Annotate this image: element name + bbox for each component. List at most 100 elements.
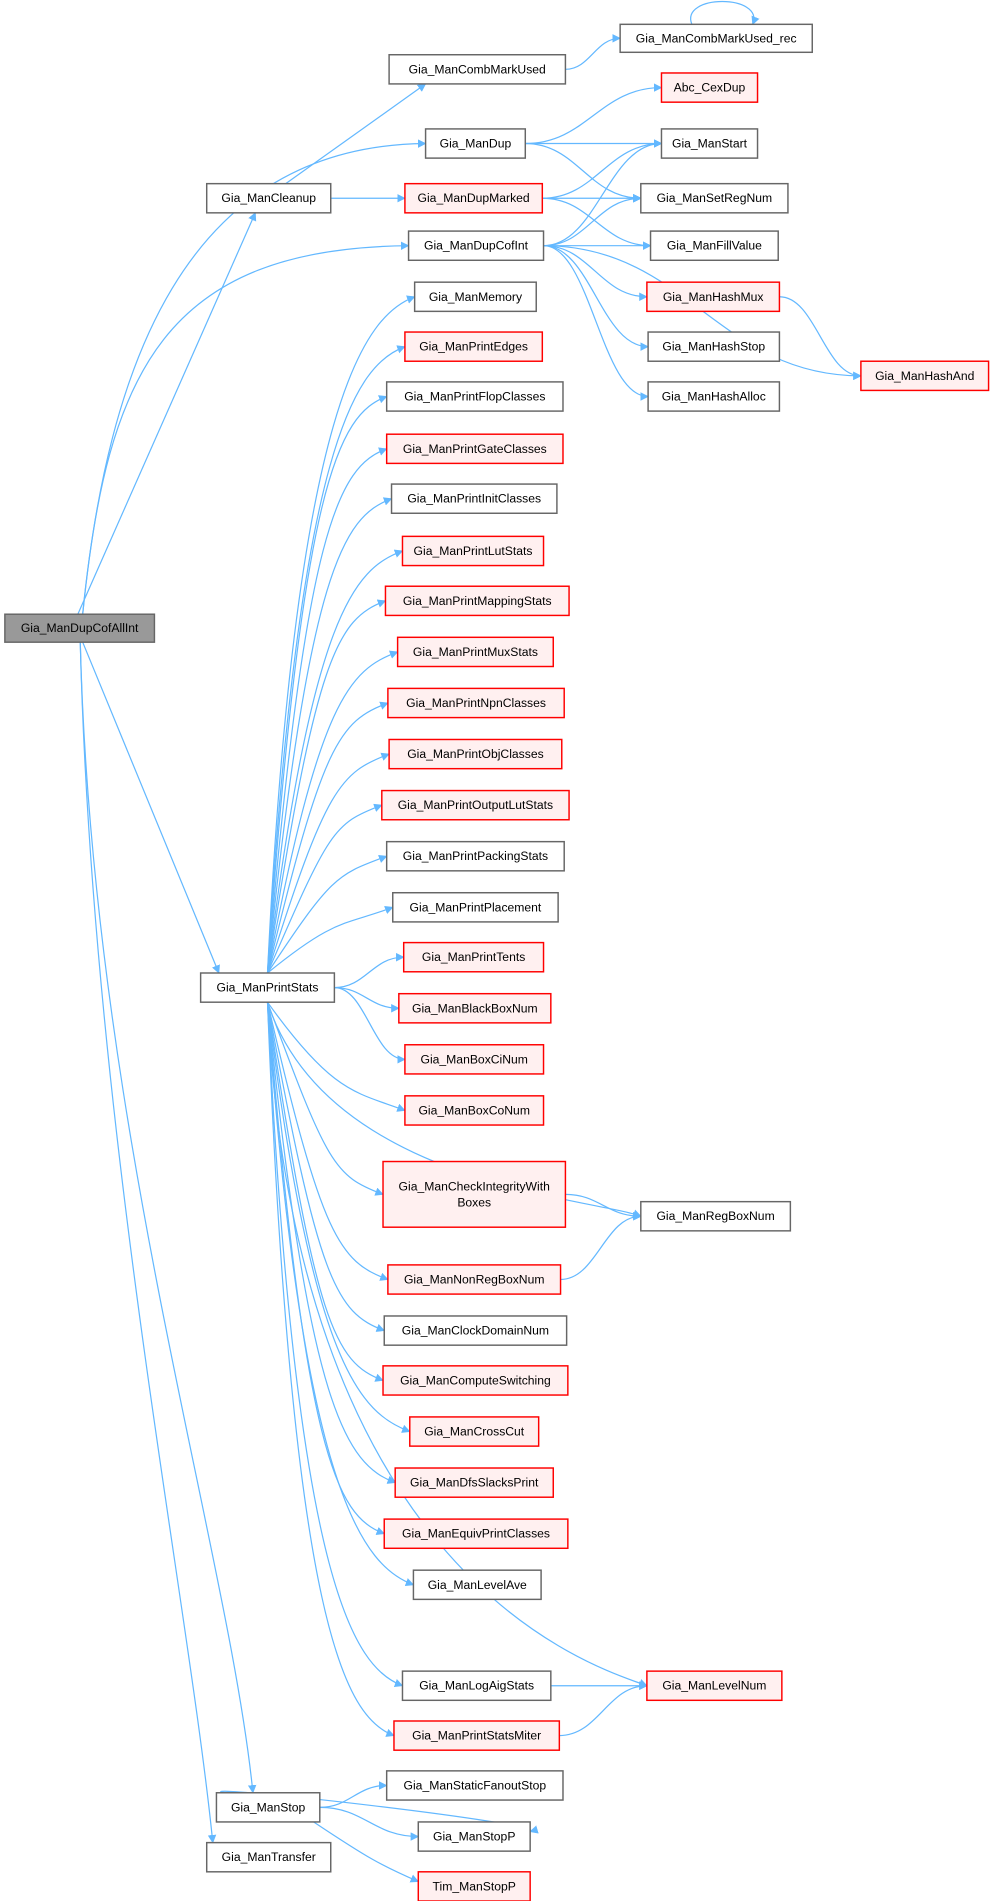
edge-print-stats-to-box-co-num <box>267 1001 406 1112</box>
node-box <box>393 1720 561 1751</box>
node-box <box>390 483 558 514</box>
node-dup-cof-all-int[interactable]: Gia_ManDupCofAllInt <box>4 613 156 643</box>
node-label: Gia_ManSetRegNum <box>657 191 773 205</box>
node-transfer[interactable]: Gia_ManTransfer <box>205 1841 332 1873</box>
edge-print-stats-to-print-npn-classes <box>266 701 389 974</box>
node-print-npn-classes[interactable]: Gia_ManPrintNpnClasses <box>387 687 565 719</box>
node-print-stats[interactable]: Gia_ManPrintStats <box>199 972 336 1003</box>
node-stop[interactable]: Gia_ManStop <box>215 1792 321 1823</box>
edges-layer <box>77 1 862 1883</box>
edge-dup-cof-int-to-start <box>543 139 663 247</box>
node-print-gate-classes[interactable]: Gia_ManPrintGateClasses <box>385 433 564 465</box>
node-comb-mark-used-rec[interactable]: Gia_ManCombMarkUsed_rec <box>619 23 813 54</box>
node-stop-p[interactable]: Gia_ManStopP <box>417 1821 531 1852</box>
node-box <box>647 331 781 362</box>
node-label: Gia_ManDupCofInt <box>424 239 529 253</box>
node-print-tents[interactable]: Gia_ManPrintTents <box>402 941 545 973</box>
edge-print-stats-to-print-mapping-stats <box>266 599 387 974</box>
node-dup[interactable]: Gia_ManDup <box>424 128 527 159</box>
node-log-aig-stats[interactable]: Gia_ManLogAigStats <box>401 1670 552 1702</box>
node-label: Gia_ManPrintInitClasses <box>407 492 541 506</box>
node-memory[interactable]: Gia_ManMemory <box>413 281 537 313</box>
node-label: Gia_ManComputeSwitching <box>400 1373 551 1387</box>
node-static-fanout-stop[interactable]: Gia_ManStaticFanoutStop <box>385 1770 564 1801</box>
node-non-reg-box-num[interactable]: Gia_ManNonRegBoxNum <box>387 1264 562 1295</box>
node-dup-marked[interactable]: Gia_ManDupMarked <box>404 182 544 214</box>
node-reg-box-num[interactable]: Gia_ManRegBoxNum <box>640 1200 792 1232</box>
node-cex-dup[interactable]: Abc_CexDup <box>660 72 759 103</box>
node-box <box>424 128 527 159</box>
node-label: Gia_ManPrintFlopClasses <box>404 389 545 403</box>
node-box <box>404 1095 545 1126</box>
node-comb-mark-used[interactable]: Gia_ManCombMarkUsed <box>388 54 567 85</box>
node-print-mapping-stats[interactable]: Gia_ManPrintMappingStats <box>384 585 570 617</box>
node-level-ave[interactable]: Gia_ManLevelAve <box>412 1569 542 1601</box>
node-label: Gia_ManRegBoxNum <box>656 1209 774 1223</box>
node-label: Gia_ManPrintEdges <box>419 340 528 354</box>
node-print-stats-miter[interactable]: Gia_ManPrintStatsMiter <box>393 1720 561 1751</box>
node-cleanup[interactable]: Gia_ManCleanup <box>205 182 332 214</box>
node-hash-and[interactable]: Gia_ManHashAnd <box>860 360 990 392</box>
node-print-packing-stats[interactable]: Gia_ManPrintPackingStats <box>385 840 565 872</box>
node-hash-mux[interactable]: Gia_ManHashMux <box>646 281 781 313</box>
edge-print-stats-to-print-obj-classes <box>266 752 390 974</box>
node-box <box>860 360 990 392</box>
node-dup-cof-int[interactable]: Gia_ManDupCofInt <box>407 230 545 262</box>
node-box <box>413 281 537 313</box>
node-label: Gia_ManNonRegBoxNum <box>404 1272 545 1286</box>
node-start[interactable]: Gia_ManStart <box>660 128 759 159</box>
node-print-output-lut-stats[interactable]: Gia_ManPrintOutputLutStats <box>381 789 570 821</box>
node-label: Gia_ManDupCofAllInt <box>21 621 139 635</box>
edge-comb-mark-used-to-comb-mark-used-rec <box>565 34 621 70</box>
edge-print-stats-to-print-init-classes <box>266 497 393 974</box>
edge-print-stats-to-non-reg-box-num <box>266 1002 389 1281</box>
node-black-box-num[interactable]: Gia_ManBlackBoxNum <box>398 992 552 1024</box>
node-box <box>205 182 332 214</box>
node-dfs-slacks-print[interactable]: Gia_ManDfsSlacksPrint <box>394 1467 554 1498</box>
node-box <box>660 128 759 159</box>
edge-print-stats-to-print-lut-stats <box>266 549 404 974</box>
edge-dup-cof-int-to-hash-alloc <box>543 245 649 401</box>
node-box-co-num[interactable]: Gia_ManBoxCoNum <box>404 1095 545 1126</box>
node-print-placement[interactable]: Gia_ManPrintPlacement <box>392 891 559 923</box>
node-print-mux-stats[interactable]: Gia_ManPrintMuxStats <box>396 636 554 668</box>
node-box <box>4 613 156 643</box>
node-hash-alloc[interactable]: Gia_ManHashAlloc <box>647 381 781 412</box>
edge-dup-cof-all-int-to-stop <box>79 642 257 1794</box>
node-print-init-classes[interactable]: Gia_ManPrintInitClasses <box>390 483 558 514</box>
node-box <box>205 1841 332 1873</box>
node-box <box>388 738 563 770</box>
node-print-lut-stats[interactable]: Gia_ManPrintLutStats <box>401 535 545 567</box>
edge-print-stats-to-box-ci-num <box>334 986 406 1064</box>
node-level-num[interactable]: Gia_ManLevelNum <box>646 1670 783 1702</box>
node-label: Gia_ManCombMarkUsed_rec <box>636 31 797 45</box>
edge-comb-mark-used-rec-to-comb-mark-used-rec <box>690 1 760 26</box>
node-set-reg-num[interactable]: Gia_ManSetRegNum <box>640 182 789 214</box>
node-label: Gia_ManFillValue <box>667 239 762 253</box>
node-box <box>640 182 789 214</box>
node-print-obj-classes[interactable]: Gia_ManPrintObjClasses <box>388 738 563 770</box>
node-fill-value[interactable]: Gia_ManFillValue <box>649 230 779 262</box>
edge-print-stats-to-print-placement <box>267 906 394 974</box>
edge-print-stats-to-log-aig-stats <box>266 1002 404 1688</box>
node-clock-domain-num[interactable]: Gia_ManClockDomainNum <box>383 1315 568 1346</box>
node-equiv-print-classes[interactable]: Gia_ManEquivPrintClasses <box>383 1518 569 1550</box>
node-print-flop-classes[interactable]: Gia_ManPrintFlopClasses <box>385 381 564 412</box>
node-label: Gia_ManDfsSlacksPrint <box>410 1476 539 1490</box>
node-label: Gia_ManPrintTents <box>422 950 525 964</box>
node-box <box>398 992 552 1024</box>
node-box <box>412 1569 542 1601</box>
node-box <box>649 230 779 262</box>
edge-print-stats-to-print-flop-classes <box>266 395 388 974</box>
node-box <box>199 972 336 1003</box>
node-cross-cut[interactable]: Gia_ManCrossCut <box>409 1416 540 1447</box>
node-hash-stop[interactable]: Gia_ManHashStop <box>647 331 781 362</box>
edge-dup-to-set-reg-num <box>525 142 642 203</box>
node-box-ci-num[interactable]: Gia_ManBoxCiNum <box>404 1044 545 1075</box>
node-print-edges[interactable]: Gia_ManPrintEdges <box>404 331 544 362</box>
node-label: Gia_ManPrintPlacement <box>410 900 542 914</box>
node-tim-stop-p[interactable]: Tim_ManStopP <box>417 1871 531 1901</box>
node-box <box>404 1044 545 1075</box>
node-compute-switching[interactable]: Gia_ManComputeSwitching <box>382 1365 569 1396</box>
